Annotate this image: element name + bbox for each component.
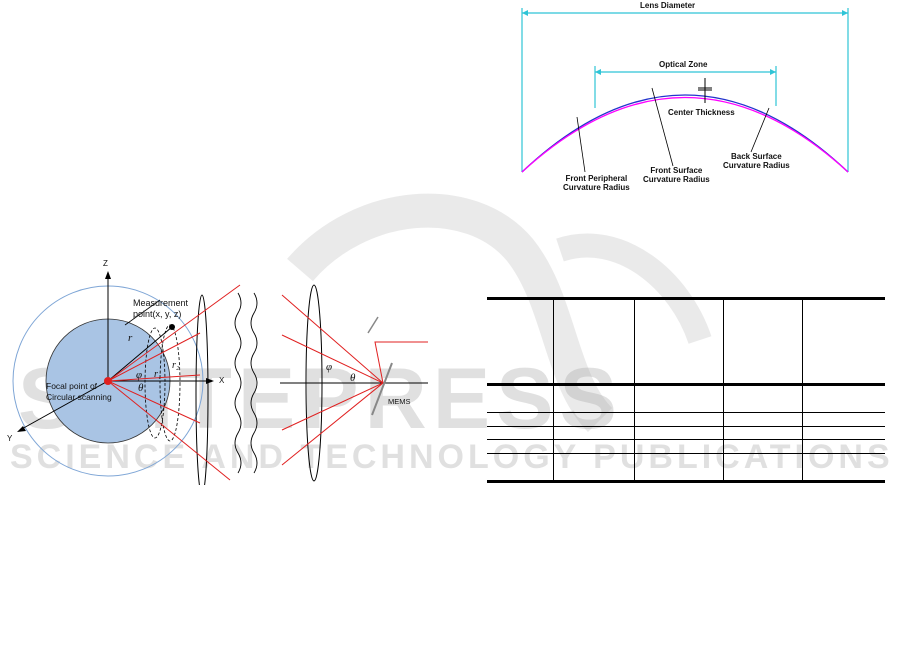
table-cell bbox=[634, 439, 724, 455]
arrowhead-left bbox=[522, 10, 528, 16]
table-cell bbox=[802, 439, 885, 455]
scan-rays bbox=[107, 284, 241, 481]
r-label: r bbox=[128, 332, 133, 344]
front-peripheral-line1: Front Peripheral bbox=[565, 174, 628, 183]
measurement-line1: Measurement bbox=[133, 298, 189, 308]
table-cell bbox=[553, 439, 635, 455]
front-peripheral-label: Front Peripheral Curvature Radius bbox=[563, 174, 630, 192]
measurement-label: Measurement point(x, y, z) bbox=[133, 298, 188, 320]
center-thickness-label: Center Thickness bbox=[668, 108, 735, 117]
table-row bbox=[487, 453, 885, 482]
scan-ellipse-1 bbox=[144, 327, 166, 439]
measurement-point bbox=[169, 324, 175, 330]
x-axis-label: X bbox=[219, 376, 225, 385]
lens-diameter-label: Lens Diameter bbox=[640, 1, 696, 10]
mems-phi-label: φ bbox=[326, 361, 333, 373]
r-bracket bbox=[124, 299, 161, 326]
table-cell bbox=[634, 426, 724, 441]
z-arrow bbox=[105, 271, 111, 279]
table-cell bbox=[487, 453, 554, 482]
mems-rays bbox=[281, 294, 428, 466]
mems-mirror bbox=[371, 362, 393, 416]
table-row bbox=[487, 384, 885, 413]
table-cell bbox=[487, 298, 554, 386]
mems-lens bbox=[305, 284, 323, 482]
break-line-2 bbox=[250, 292, 258, 474]
table-cell bbox=[553, 426, 635, 441]
break-line-1 bbox=[234, 292, 242, 474]
table-cell bbox=[723, 453, 803, 482]
front-peripheral-line2: Curvature Radius bbox=[563, 183, 630, 192]
leader-front-surface bbox=[651, 87, 674, 167]
table-cell bbox=[802, 412, 885, 427]
front-surface-curve bbox=[521, 97, 849, 173]
table-cell bbox=[553, 412, 635, 427]
table-cell bbox=[487, 412, 554, 427]
mems-mirror-top bbox=[367, 316, 379, 334]
focal-line1: Focal point of bbox=[46, 381, 98, 391]
table-cell bbox=[723, 412, 803, 427]
r1-label: r₁ bbox=[154, 369, 162, 380]
back-surface-curve bbox=[521, 94, 849, 173]
x-arrow bbox=[206, 378, 214, 384]
data-table bbox=[487, 297, 885, 483]
back-surface-label: Back Surface Curvature Radius bbox=[723, 152, 790, 170]
r2-label: r₂ bbox=[172, 360, 180, 371]
table-cell bbox=[634, 384, 724, 413]
table-cell bbox=[723, 439, 803, 455]
mems-label: MEMS bbox=[388, 397, 411, 406]
collimator-lens bbox=[195, 294, 209, 485]
back-surface-line1: Back Surface bbox=[730, 152, 782, 161]
table-cell bbox=[634, 453, 724, 482]
table-row bbox=[487, 412, 885, 427]
table-cell bbox=[487, 384, 554, 413]
table-cell bbox=[802, 384, 885, 413]
theta-label: θ bbox=[138, 382, 144, 394]
table-cell bbox=[802, 426, 885, 441]
front-surface-label: Front Surface Curvature Radius bbox=[643, 166, 710, 184]
z-axis-label: Z bbox=[103, 259, 108, 268]
leader-back-surface bbox=[750, 107, 770, 153]
mems-theta-label: θ bbox=[350, 372, 356, 384]
y-arrow bbox=[17, 426, 26, 432]
arrowhead-oz-left bbox=[595, 69, 601, 75]
measurement-radius bbox=[107, 326, 173, 382]
table-cell bbox=[723, 426, 803, 441]
arrowhead-right bbox=[842, 10, 848, 16]
front-surface-line1: Front Surface bbox=[650, 166, 703, 175]
table-cell bbox=[553, 298, 635, 386]
table-cell bbox=[553, 384, 635, 413]
table-header-row bbox=[487, 298, 885, 386]
focal-line2: Circular scanning bbox=[46, 392, 112, 402]
front-surface-line2: Curvature Radius bbox=[643, 175, 710, 184]
table-row bbox=[487, 439, 885, 455]
table-cell bbox=[634, 412, 724, 427]
table-cell bbox=[723, 298, 803, 386]
optical-zone-label: Optical Zone bbox=[659, 60, 708, 69]
measurement-line2: point(x, y, z) bbox=[133, 309, 182, 319]
leader-front-peripheral bbox=[576, 116, 586, 173]
table-cell bbox=[802, 453, 885, 482]
y-axis-label: Y bbox=[7, 434, 13, 443]
table-cell bbox=[487, 439, 554, 455]
arrowhead-oz-right bbox=[770, 69, 776, 75]
back-surface-line2: Curvature Radius bbox=[723, 161, 790, 170]
table-cell bbox=[487, 426, 554, 441]
focal-point bbox=[104, 377, 112, 385]
lens-diagram bbox=[521, 8, 849, 173]
table-row bbox=[487, 426, 885, 441]
table-cell bbox=[634, 298, 724, 386]
focal-point-label: Focal point of Circular scanning bbox=[46, 381, 112, 403]
table-cell bbox=[723, 384, 803, 413]
scanning-diagram bbox=[12, 271, 428, 485]
y-axis bbox=[19, 380, 109, 431]
table-cell bbox=[553, 453, 635, 482]
table-cell bbox=[802, 298, 885, 386]
phi-label: φ bbox=[136, 369, 143, 381]
